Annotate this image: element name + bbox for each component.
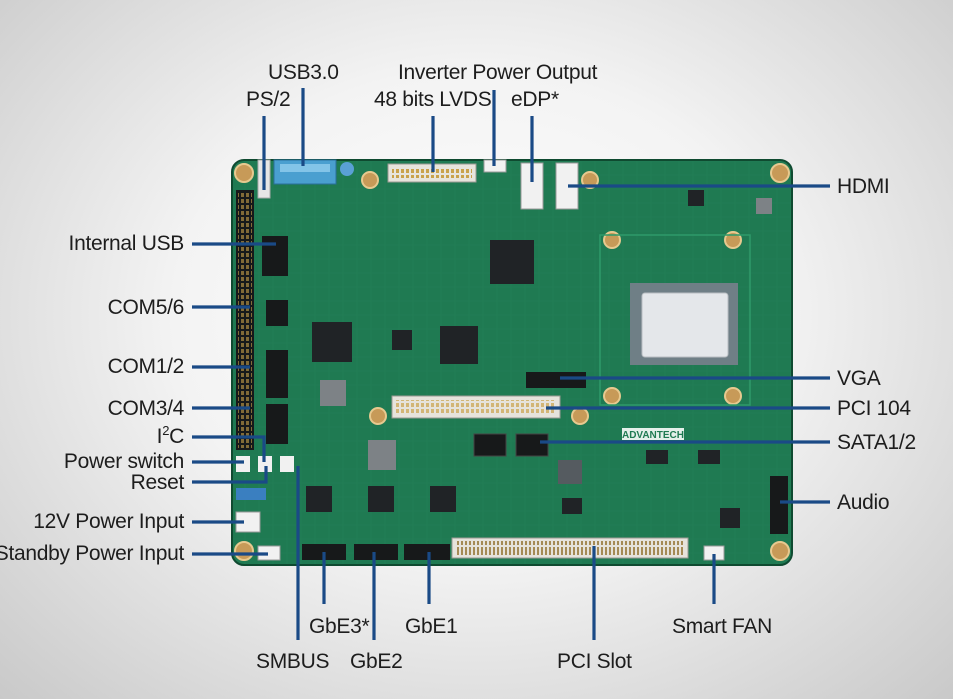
gbe1-header	[404, 544, 450, 560]
label-com12: COM1/2	[107, 355, 185, 378]
label-com56: COM5/6	[107, 296, 185, 319]
leader-lines	[192, 88, 830, 640]
label-gbe3: GbE3*	[309, 615, 370, 638]
power-switch-connector	[236, 456, 250, 472]
mounting-holes	[234, 163, 790, 561]
label-ps2: PS/2	[246, 88, 291, 111]
label-lvds: 48 bits LVDS	[374, 88, 492, 111]
label-standby-power-input: Standby Power Input	[0, 542, 184, 565]
label-smbus: SMBUS	[256, 650, 330, 673]
label-internal-usb: Internal USB	[68, 232, 185, 255]
label-vga: VGA	[837, 367, 881, 390]
cpu-die	[641, 292, 729, 358]
label-sata: SATA1/2	[837, 431, 916, 454]
label-audio: Audio	[837, 491, 890, 514]
brand-mark: ADVANTECH	[622, 430, 684, 441]
label-gbe2: GbE2	[350, 650, 403, 673]
reset-connector	[258, 456, 272, 472]
label-12v-power-input: 12V Power Input	[33, 510, 184, 533]
label-inverter-power-output: Inverter Power Output	[398, 61, 598, 84]
i2c-superscript: 2	[162, 423, 170, 438]
gbe2-header	[354, 544, 398, 560]
label-usb30: USB3.0	[268, 61, 339, 84]
label-pci104: PCI 104	[837, 397, 911, 420]
label-pci-slot: PCI Slot	[557, 650, 632, 673]
label-gbe1: GbE1	[405, 615, 458, 638]
label-power-switch: Power switch	[63, 450, 184, 473]
sata1-connector	[473, 433, 507, 457]
i2c-suffix: C	[169, 425, 184, 448]
sata2-connector	[515, 433, 549, 457]
chips	[306, 190, 772, 528]
label-edp: eDP*	[511, 88, 559, 111]
label-i2c: I2C	[156, 423, 185, 448]
vga-header	[526, 372, 586, 388]
cpu-area	[599, 234, 751, 406]
label-com34: COM3/4	[107, 397, 185, 420]
i2c-prefix: I	[156, 425, 163, 448]
label-hdmi: HDMI	[837, 175, 890, 198]
audio-header	[770, 476, 788, 534]
label-reset: Reset	[130, 471, 185, 494]
label-smart-fan: Smart FAN	[672, 615, 772, 638]
